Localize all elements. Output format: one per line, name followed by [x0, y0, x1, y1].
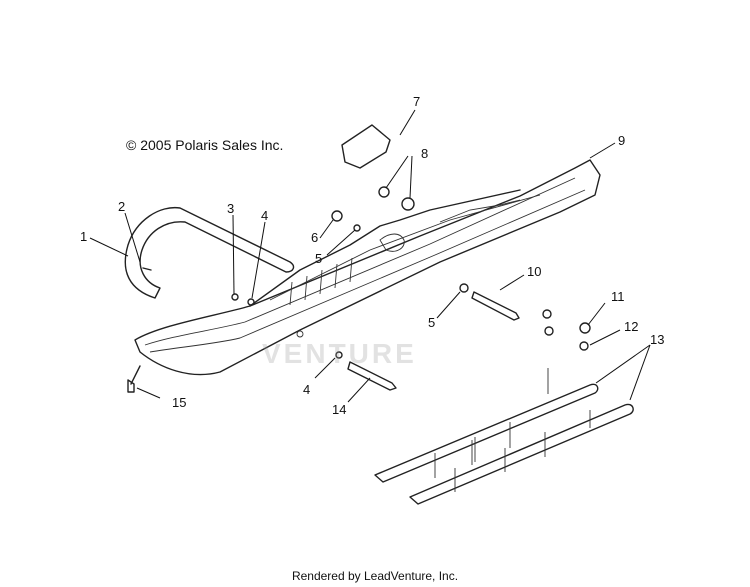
callout-1: 1	[80, 229, 87, 244]
callout-6: 6	[311, 230, 318, 245]
wear-rod	[374, 368, 634, 505]
callout-5-upper: 5	[315, 251, 322, 266]
callout-13: 13	[650, 332, 664, 347]
callout-2: 2	[118, 199, 125, 214]
ski-body	[134, 159, 601, 376]
callout-12: 12	[624, 319, 638, 334]
callout-4-upper: 4	[261, 208, 268, 223]
copyright-text: © 2005 Polaris Sales Inc.	[126, 137, 284, 153]
hardware-parts	[127, 124, 591, 393]
callout-11: 11	[611, 289, 625, 304]
callout-15: 15	[172, 395, 186, 410]
callout-9: 9	[618, 133, 625, 148]
ski-handle	[124, 206, 295, 299]
callout-8: 8	[421, 146, 428, 161]
callout-labels: 1 2 3 4 5 6 7 8 9 10 5 11 12 13 4 14 15	[80, 94, 664, 417]
watermark: VENTURE	[262, 338, 417, 369]
callout-10: 10	[527, 264, 541, 279]
callout-3: 3	[227, 201, 234, 216]
callout-5-lower: 5	[428, 315, 435, 330]
callout-7: 7	[413, 94, 420, 109]
footer-credit: Rendered by LeadVenture, Inc.	[291, 569, 459, 583]
leader-lines	[89, 109, 651, 403]
callout-14: 14	[332, 402, 346, 417]
callout-4-lower: 4	[303, 382, 310, 397]
